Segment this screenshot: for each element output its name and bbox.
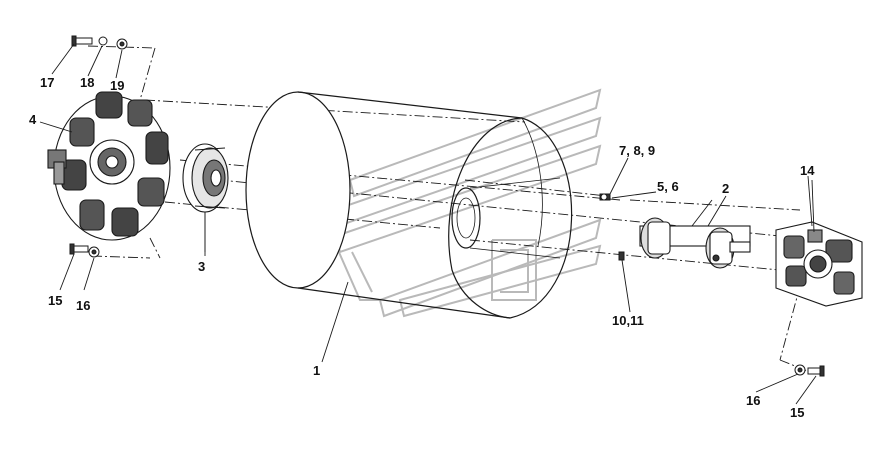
label-part-15-right: 15 (790, 405, 805, 420)
motor-assembly-part-4 (47, 91, 171, 241)
label-part-4: 4 (29, 112, 37, 127)
watermark-logo (334, 88, 602, 318)
flange-part-3 (182, 143, 229, 252)
motor-assembly-part-14 (775, 179, 863, 307)
leader-lines (39, 43, 817, 405)
label-part-5-6: 5, 6 (657, 179, 679, 194)
label-part-17: 17 (40, 75, 55, 90)
drum-part-1 (245, 91, 573, 319)
label-part-16-left: 16 (76, 298, 91, 313)
shaft-part-2 (639, 199, 751, 269)
label-part-1: 1 (313, 363, 321, 378)
label-part-19: 19 (110, 78, 125, 93)
label-part-10-11: 10,11 (612, 313, 644, 328)
label-part-16-right: 16 (746, 393, 761, 408)
label-part-2: 2 (722, 181, 730, 196)
label-part-18: 18 (80, 75, 95, 90)
fasteners (69, 35, 825, 377)
label-part-14: 14 (800, 163, 815, 178)
label-part-3: 3 (198, 259, 206, 274)
label-part-15-left: 15 (48, 293, 63, 308)
label-part-7-8-9: 7, 8, 9 (619, 143, 656, 158)
